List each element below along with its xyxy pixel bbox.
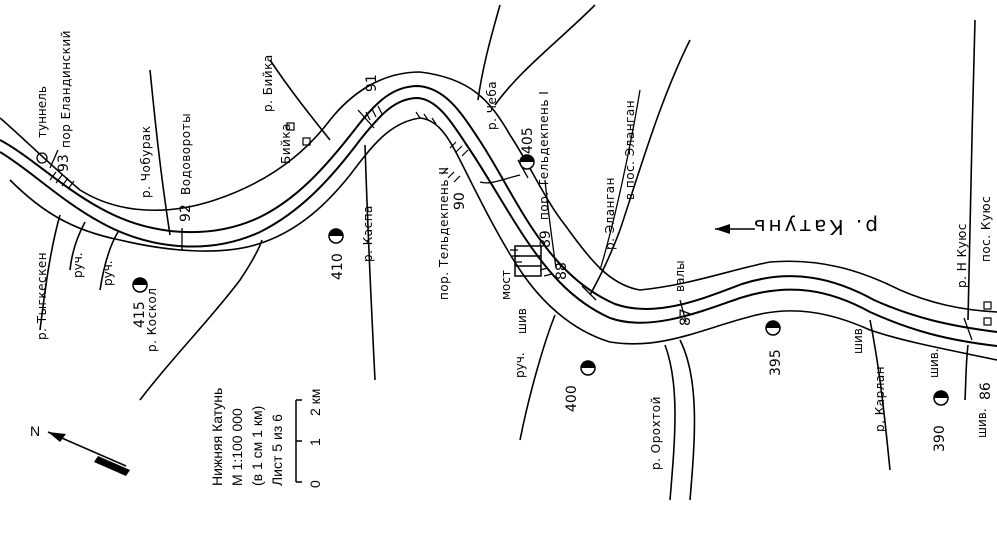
- label-km-89: 89: [538, 230, 554, 248]
- kaspa-river: [364, 144, 376, 381]
- label-karlan: р. Карлан: [873, 366, 887, 432]
- label-elev-395: 395: [768, 349, 784, 376]
- tunnel-icon: [36, 152, 48, 164]
- label-elev-410: 410: [330, 253, 346, 280]
- stream-left-1: [69, 221, 86, 271]
- label-koskol: р. Коскол: [145, 288, 159, 352]
- label-teldekpen-2: пор. Тельдекпень II: [437, 167, 451, 300]
- label-por-elandinsky: пор Еландинский: [59, 30, 73, 148]
- cheba-river: [477, 4, 501, 101]
- label-cheba: р. Чеба: [485, 81, 499, 130]
- label-shiv-4: шив.: [975, 408, 989, 438]
- label-valy: валы: [673, 260, 687, 292]
- scale-tick-2: 2 км: [307, 389, 323, 416]
- rapid-hatches: [49, 105, 553, 277]
- stream-lower: [519, 314, 556, 441]
- north-arrow-icon: N: [30, 423, 130, 476]
- label-km-87: 87: [678, 308, 694, 326]
- scale-bar: [295, 399, 302, 483]
- label-shiv-1: шив: [515, 308, 529, 334]
- label-elev-400: 400: [564, 385, 580, 412]
- elevation-marker-410: [328, 228, 344, 244]
- label-km-91: 91: [364, 74, 380, 92]
- village-kuyus-icon: [983, 301, 992, 326]
- label-choburak: р. Чобурак: [139, 125, 153, 198]
- katun-valley-outline-north: [0, 71, 997, 313]
- katun-river-bank-right: [0, 84, 997, 333]
- koskol-river: [139, 239, 263, 401]
- label-ruch-1: руч.: [71, 252, 85, 278]
- label-katun: р. Катунь: [751, 215, 878, 239]
- label-km-92: 92: [178, 204, 194, 222]
- label-km-86: 86: [978, 382, 994, 400]
- choburak-river: [149, 69, 171, 236]
- label-bijka-river: р. Бийка: [261, 54, 275, 112]
- label-tygykesken: р. Тыгкескен: [35, 252, 49, 340]
- legend: Нижняя Катунь М 1:100 000 (в 1 см 1 км) …: [209, 388, 323, 488]
- elevation-marker-415: [132, 277, 148, 293]
- label-tunnel: туннель: [35, 86, 49, 138]
- legend-scale: М 1:100 000: [229, 408, 245, 486]
- road-teldekpen: [544, 179, 557, 269]
- label-bijka-village: Бийка: [279, 123, 293, 164]
- legend-scale-note: (в 1 см 1 км): [249, 406, 265, 486]
- flow-arrow-icon: [715, 224, 755, 234]
- label-shiv-3: шив.: [927, 348, 941, 378]
- elevation-marker-400: [580, 360, 596, 376]
- kuyus-river-2: [964, 344, 969, 401]
- label-ruch-3: руч.: [513, 352, 527, 378]
- stream-left-2: [99, 231, 119, 291]
- label-km-93: 93: [56, 154, 72, 172]
- label-pos-elangan: в пос. Эланган: [623, 100, 637, 200]
- orokto-river-2: [664, 344, 676, 501]
- label-km-88: 88: [554, 262, 570, 280]
- label-pos-kuyus: пос. Куюс: [979, 196, 993, 262]
- bijka-river: [269, 59, 331, 141]
- elevation-marker-405: [519, 154, 535, 170]
- label-km-90: 90: [452, 192, 468, 210]
- label-elev-415: 415: [132, 301, 148, 328]
- karlan-river: [869, 319, 891, 471]
- legend-sheet: Лист 5 из 6: [269, 414, 285, 486]
- label-most: мост: [499, 270, 513, 300]
- road-cheba: [479, 174, 521, 184]
- label-kaspa: р. Каспа: [361, 205, 375, 262]
- label-ruch-2: руч.: [101, 260, 115, 286]
- katun-river-bank-left: [0, 96, 997, 347]
- label-n-kuyus: р. Н Куюс: [955, 223, 969, 288]
- village-bijka-icon: [286, 122, 311, 146]
- elevation-marker-395: [765, 320, 781, 336]
- scale-tick-0: 0: [307, 480, 323, 488]
- label-elev-390: 390: [932, 425, 948, 452]
- legend-title: Нижняя Катунь: [209, 388, 225, 486]
- label-elangan: р. Эланган: [603, 177, 617, 250]
- kuyus-river: [967, 19, 976, 321]
- katun-valley-outline-south: [9, 117, 997, 361]
- cheba-river-2: [494, 4, 596, 106]
- scale-tick-1: 1: [307, 438, 323, 446]
- label-teldekpen-1: пор. Тельдекпень I: [537, 91, 551, 220]
- bridge: [514, 245, 542, 277]
- label-shiv-2: шив: [851, 328, 865, 354]
- elevation-marker-390: [933, 390, 949, 406]
- label-orokto: р. Орохтой: [649, 396, 663, 470]
- elangan-river: [589, 39, 691, 296]
- label-elev-405: 405: [520, 127, 536, 154]
- tygykesken-river: [39, 214, 61, 331]
- elangan-road: [599, 89, 641, 271]
- label-vodovoroty: Водовороты: [179, 113, 193, 195]
- north-label: N: [30, 423, 40, 439]
- orokto-river: [679, 339, 696, 501]
